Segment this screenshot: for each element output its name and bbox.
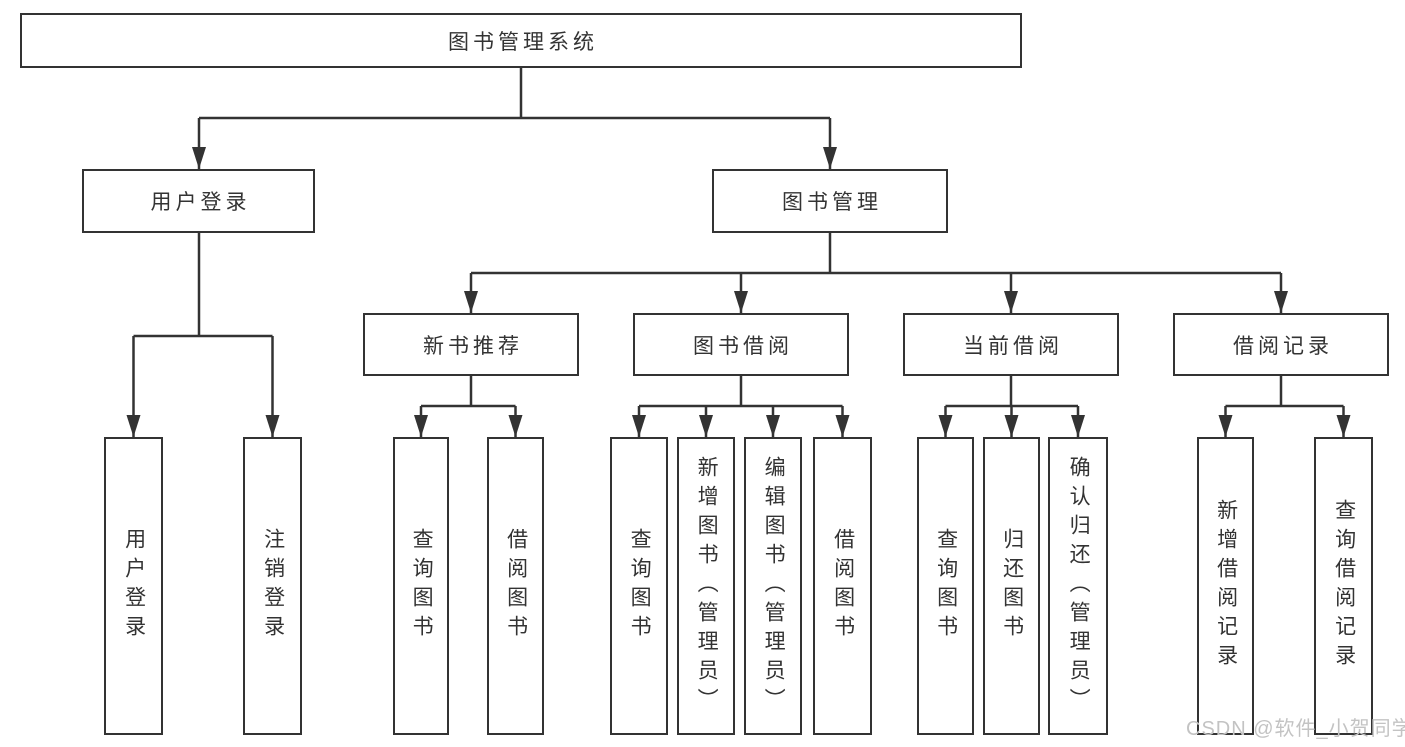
arrowhead-icon (823, 147, 837, 169)
leaf-bb-add-books: 新增图书（管理员） (677, 437, 735, 735)
arrowhead-icon (464, 291, 478, 313)
leaf-label: 查询借阅记录 (1332, 499, 1356, 673)
leaf-label: 确认归还（管理员） (1067, 455, 1091, 717)
node-user-login: 用户登录 (82, 169, 315, 233)
leaf-cb-confirm-return: 确认归还（管理员） (1048, 437, 1108, 735)
leaf-label: 注销登录 (261, 528, 285, 644)
node-current-borrowing: 当前借阅 (903, 313, 1119, 376)
leaf-label: 新增图书（管理员） (695, 455, 719, 717)
connector-root-to-level2 (197, 68, 832, 169)
watermark: CSDN @软件_小贺同学 (1186, 718, 1405, 740)
arrowhead-icon (835, 415, 850, 437)
arrowhead-icon (192, 147, 206, 169)
arrowhead-icon (1071, 415, 1085, 437)
node-new-book-recommend: 新书推荐 (363, 313, 579, 376)
arrowhead-icon (126, 415, 141, 437)
arrowhead-icon (1274, 291, 1288, 313)
node-book-management: 图书管理 (712, 169, 948, 233)
arrowhead-icon (1004, 291, 1018, 313)
arrowhead-icon (508, 415, 523, 437)
leaf-label: 借阅图书 (831, 528, 855, 644)
leaf-label: 借阅图书 (504, 528, 528, 644)
leaf-br-query-record: 查询借阅记录 (1314, 437, 1373, 735)
leaf-cb-query-books: 查询图书 (917, 437, 974, 735)
leaf-label: 查询图书 (628, 528, 652, 644)
arrowhead-icon (734, 291, 748, 313)
leaf-br-add-record: 新增借阅记录 (1197, 437, 1254, 735)
leaf-nb-query-books: 查询图书 (393, 437, 449, 735)
node-root: 图书管理系统 (20, 13, 1022, 68)
arrowhead-icon (265, 415, 280, 437)
arrowhead-icon (938, 415, 953, 437)
leaf-label: 查询图书 (410, 528, 434, 644)
leaf-logout: 注销登录 (243, 437, 302, 735)
leaf-label: 用户登录 (122, 528, 146, 644)
node-book-borrowing: 图书借阅 (633, 313, 849, 376)
arrowheads (126, 147, 1351, 437)
leaf-label: 查询图书 (934, 528, 958, 644)
arrowhead-icon (1218, 415, 1233, 437)
leaf-nb-borrow-books: 借阅图书 (487, 437, 544, 735)
arrowhead-icon (632, 415, 646, 437)
connector-borrowing-records-to-leaves (1224, 376, 1345, 437)
arrowhead-icon (414, 415, 428, 437)
connector-user-login-to-leaves (132, 233, 274, 437)
connector-new-book-to-leaves (419, 376, 517, 437)
arrowhead-icon (1004, 415, 1019, 437)
leaf-user-login: 用户登录 (104, 437, 163, 735)
leaf-label: 新增借阅记录 (1214, 499, 1238, 673)
leaf-cb-return-books: 归还图书 (983, 437, 1040, 735)
connector-book-borrowing-to-leaves (637, 376, 844, 437)
arrowhead-icon (1336, 415, 1351, 437)
leaf-label: 归还图书 (1000, 528, 1024, 644)
leaf-bb-edit-books: 编辑图书（管理员） (744, 437, 802, 735)
arrowhead-icon (699, 415, 713, 437)
node-borrowing-records: 借阅记录 (1173, 313, 1389, 376)
leaf-bb-query-books: 查询图书 (610, 437, 668, 735)
arrowhead-icon (766, 415, 780, 437)
leaf-bb-borrow-books: 借阅图书 (813, 437, 872, 735)
leaf-label: 编辑图书（管理员） (762, 455, 786, 717)
connector-book-management-to-level3 (469, 233, 1283, 313)
